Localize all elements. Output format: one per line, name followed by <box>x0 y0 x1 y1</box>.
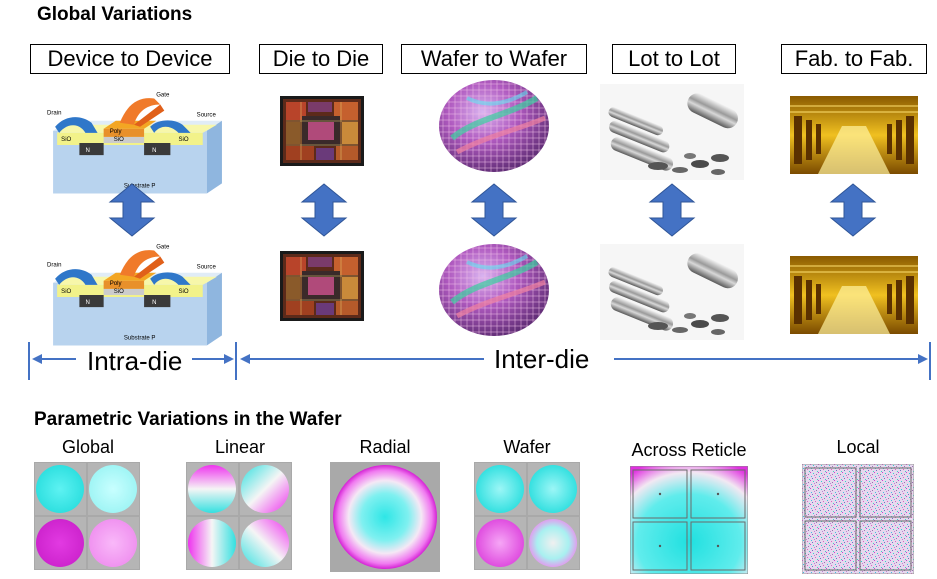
fab-photo-bottom <box>790 256 918 334</box>
wafer-photo-bottom <box>437 242 551 338</box>
arrow-updown-lot <box>648 182 696 238</box>
arrow-updown-fab <box>829 182 877 238</box>
pattern-across-reticle <box>630 466 748 574</box>
double-arrow-icon <box>829 182 877 238</box>
parametric-variations-heading: Parametric Variations in the Wafer <box>34 409 342 430</box>
ingots-photo-top <box>600 84 744 180</box>
double-arrow-icon <box>470 182 518 238</box>
fab-cleanroom-icon <box>790 96 918 174</box>
pattern-label-local: Local <box>836 437 880 457</box>
pattern-label-across-reticle: Across Reticle <box>631 440 747 460</box>
die-photo-bottom <box>280 250 364 322</box>
die-photo-top <box>280 96 364 166</box>
inter-die-label: Inter-die <box>494 344 590 374</box>
double-arrow-icon <box>300 182 348 238</box>
arrow-updown-die <box>300 182 348 238</box>
scope-arrows <box>28 342 931 380</box>
pattern-wafer <box>474 462 580 570</box>
wafer-icon <box>437 242 551 338</box>
pattern-label-radial: Radial <box>359 437 411 457</box>
arrow-updown-wafer <box>470 182 518 238</box>
label-die-to-die: Die to Die <box>259 44 383 74</box>
die-chip-icon <box>280 96 364 166</box>
intra-die-label: Intra-die <box>87 346 183 376</box>
double-arrow-icon <box>648 182 696 238</box>
fab-cleanroom-icon <box>790 256 918 334</box>
label-device-to-device: Device to Device <box>30 44 230 74</box>
wafer-icon <box>437 78 551 174</box>
pattern-radial <box>330 462 440 572</box>
fab-photo-top <box>790 96 918 174</box>
global-variations-heading: Global Variations <box>37 4 193 25</box>
pattern-linear <box>186 462 292 570</box>
silicon-ingots-icon <box>600 244 744 340</box>
label-fab-to-fab: Fab. to Fab. <box>781 44 927 74</box>
silicon-ingots-icon <box>600 84 744 180</box>
pattern-label-wafer: Wafer <box>503 437 551 457</box>
label-lot-to-lot: Lot to Lot <box>612 44 736 74</box>
wafer-photo-top <box>437 78 551 174</box>
pattern-label-global: Global <box>61 437 115 457</box>
ingots-photo-bottom <box>600 244 744 340</box>
arrow-updown-device <box>108 182 156 238</box>
double-arrow-icon <box>108 182 156 238</box>
die-chip-icon <box>280 250 364 322</box>
label-wafer-to-wafer: Wafer to Wafer <box>401 44 587 74</box>
pattern-global <box>34 462 140 570</box>
pattern-local <box>802 464 914 574</box>
pattern-label-linear: Linear <box>214 437 266 457</box>
